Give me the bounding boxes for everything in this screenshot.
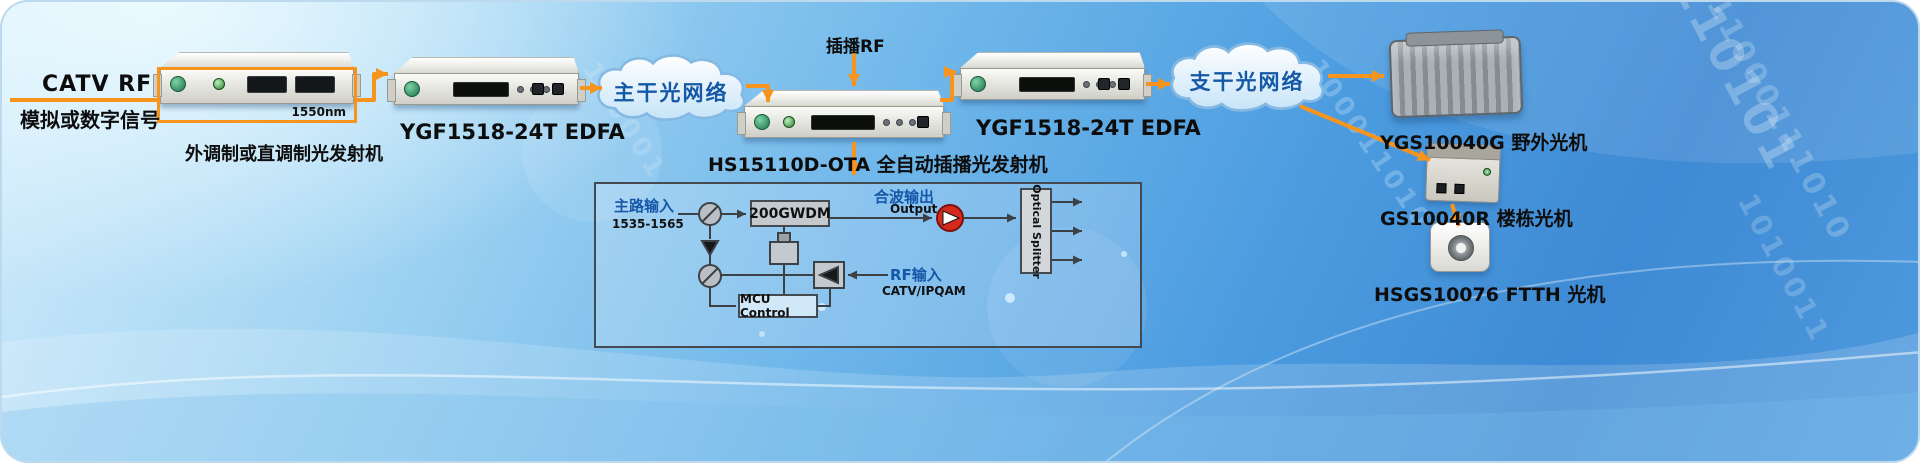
block-diagram-frame (594, 182, 1142, 348)
device-display (453, 82, 509, 97)
cloud-shape (597, 54, 746, 122)
device-port (1436, 183, 1447, 194)
device-logo (170, 76, 186, 92)
rf-input-label: RF输入 (890, 266, 942, 284)
combined-output-label: 合波输出 (874, 188, 935, 206)
signal-type-label: 模拟或数字信号 (20, 108, 160, 132)
device-front-panel (387, 73, 586, 105)
branch-cloud-label: 支干光网络 (1189, 70, 1305, 94)
optical-port (783, 116, 795, 128)
insertion-transmitter-device (737, 90, 951, 138)
device-top-face (744, 90, 944, 106)
main-input-range: 1535-1565 (612, 217, 684, 231)
panel-module (247, 76, 287, 93)
transmitter-caption: 外调制或直调制光发射机 (185, 144, 383, 165)
edfa1-caption: YGF1518-24T EDFA (400, 120, 625, 144)
device-top-face (394, 57, 579, 73)
glow-dot (759, 331, 765, 337)
glow-dot (1121, 251, 1127, 257)
panel-module (295, 76, 335, 93)
branch-network-cloud: 支干光网络 (1165, 40, 1329, 118)
device-buttons (883, 119, 916, 126)
edfa2-device (953, 52, 1152, 100)
optical-splitter-label: Optical Splitter (1029, 183, 1043, 279)
building-node-caption: GS10040R 楼栋光机 (1380, 208, 1573, 230)
device-port (532, 83, 544, 95)
glow-dot (1005, 293, 1015, 303)
device-front-panel (737, 106, 951, 138)
device-port (1098, 78, 1110, 90)
optical-transmitter-device: 1550nm (153, 52, 361, 123)
combined-output-en: Output (890, 202, 938, 216)
ftth-node-caption: HSGS10076 FTTH 光机 (1374, 284, 1606, 306)
wave-line-1 (2, 351, 1918, 399)
device-top-face (160, 52, 354, 68)
optical-splitter-box: Optical Splitter (1020, 184, 1052, 278)
outdoor-node-caption: YGS10040G 野外光机 (1380, 132, 1588, 154)
device-display (811, 115, 875, 130)
fiber-spool (1448, 235, 1474, 261)
device-logo (970, 76, 986, 92)
main-input-label: 主路输入 (614, 197, 675, 215)
device-top-face (1405, 29, 1504, 47)
cloud-shape (1170, 42, 1325, 112)
trunk-cloud-label: 主干光网络 (613, 80, 729, 105)
status-led (1482, 167, 1492, 176)
wave-band-1 (2, 328, 1918, 461)
optical-port (213, 78, 225, 90)
rf-input-sub: CATV/IPQAM (882, 284, 966, 298)
trunk-network-cloud: 主干光网络 (592, 52, 750, 127)
device-port (917, 116, 929, 128)
device-display (1019, 77, 1075, 92)
wave-line-2 (1105, 259, 1918, 461)
wavelength-label: 1550nm (291, 105, 346, 119)
ftth-optical-node-device (1430, 222, 1490, 272)
device-logo (404, 81, 420, 97)
device-port (552, 83, 564, 95)
catv-rf-label: CATV RF (42, 72, 153, 97)
insertion-transmitter-caption: HS15110D-OTA 全自动插播光发射机 (708, 154, 1048, 176)
insert-rf-label: 插播RF (826, 37, 885, 57)
mcu-control-box: MCU Control (738, 292, 818, 320)
wave-band-2 (2, 392, 1918, 461)
device-port (1454, 183, 1465, 195)
outdoor-optical-node-device (1388, 29, 1524, 119)
device-front-panel (953, 68, 1152, 100)
edfa1-device (387, 57, 586, 105)
device-logo (754, 114, 770, 130)
edfa2-caption: YGF1518-24T EDFA (976, 116, 1201, 140)
device-port (1118, 78, 1130, 90)
device-top-face (960, 52, 1145, 68)
wdm-box: 200GWDM (749, 200, 831, 227)
